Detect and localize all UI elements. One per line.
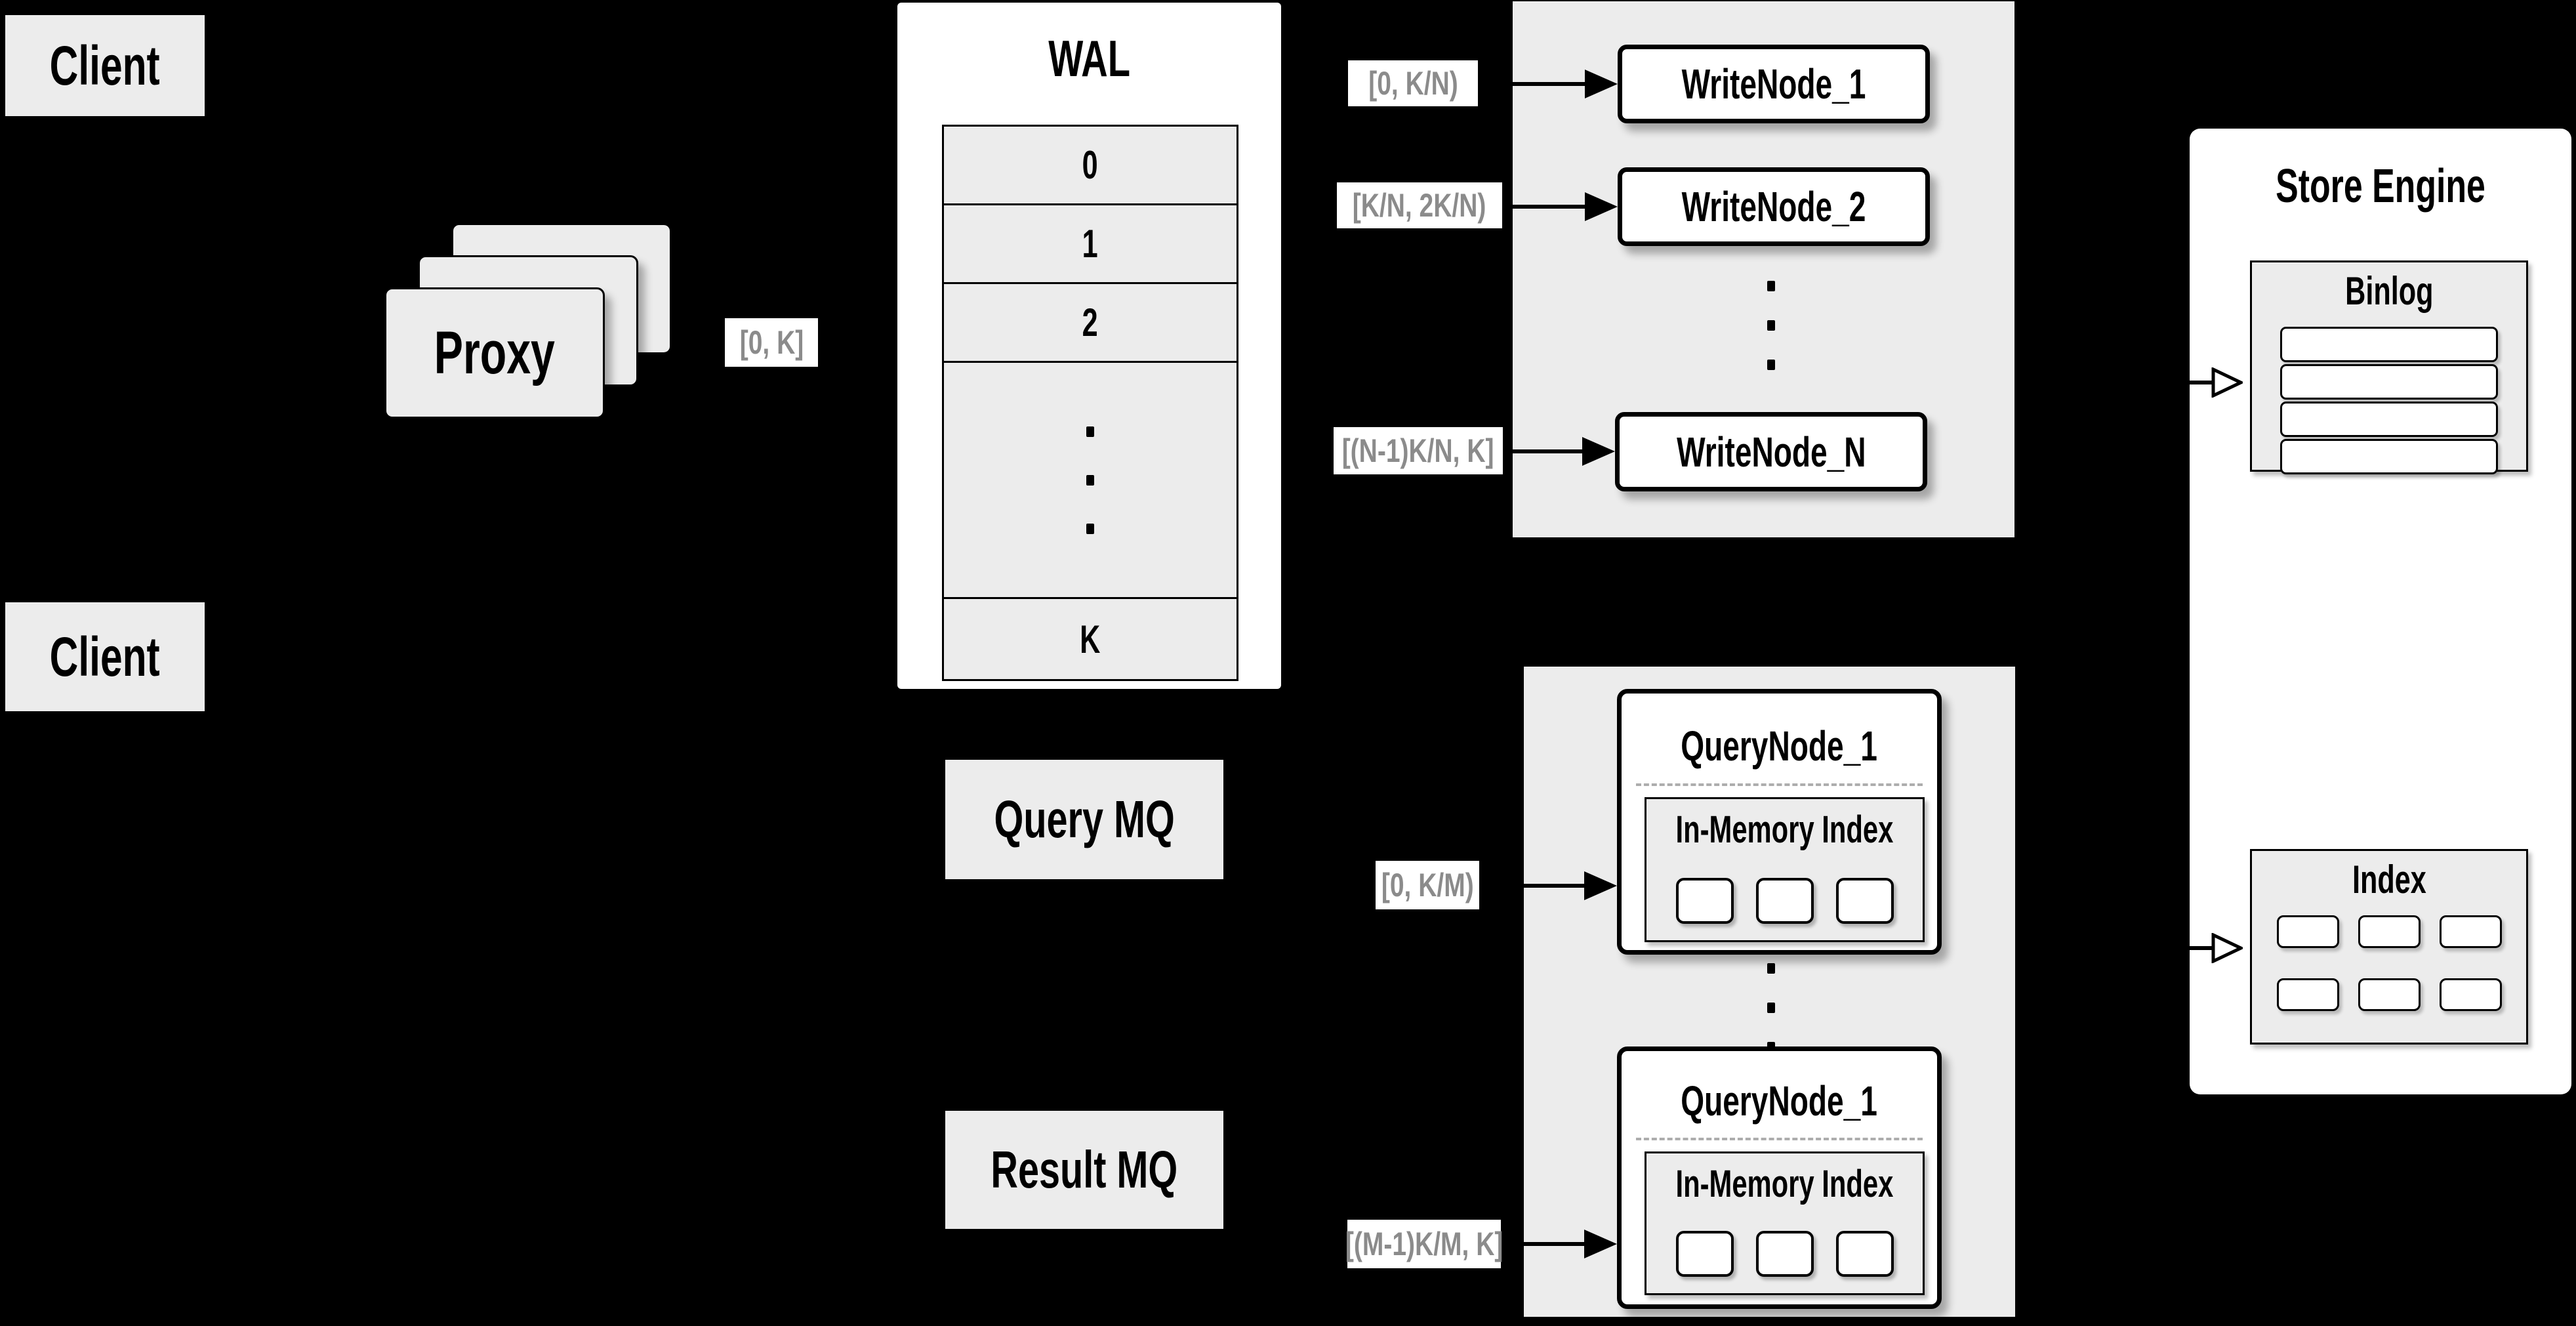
index-box: Index xyxy=(2250,849,2528,1045)
wal-segment-row: 0 xyxy=(942,125,1238,205)
range-label-proxy-out: [0, K] xyxy=(725,318,818,367)
write-node-2: WriteNode_2 xyxy=(1618,167,1930,246)
ellipsis-dot xyxy=(1086,523,1094,534)
write-node-1: WriteNode_1 xyxy=(1618,45,1930,123)
proxy-node: Proxy xyxy=(384,287,605,419)
range-label-query-1: [0, K/M) xyxy=(1376,861,1479,909)
in-memory-index-lower: In-Memory Index xyxy=(1645,1151,1925,1295)
segment-box xyxy=(1675,878,1734,924)
arrow-line-index xyxy=(2145,946,2214,950)
client-bottom-label: Client xyxy=(49,625,161,688)
wal-title-row: WAL xyxy=(897,3,1281,114)
ellipsis-dot xyxy=(1086,426,1094,437)
arrow-head-open-binlog xyxy=(2211,367,2243,398)
segment-boxes-upper xyxy=(1646,878,1923,924)
arrow-line-query-1 xyxy=(1481,884,1587,888)
result-mq-node: Result MQ xyxy=(945,1111,1223,1229)
query-node-upper-separator xyxy=(1636,783,1923,786)
binlog-row xyxy=(2280,364,2498,400)
range-label-write-2: [K/N, 2K/N) xyxy=(1337,182,1502,228)
client-node-top: Client xyxy=(3,13,207,118)
wal-segment-table: 0 1 2 K xyxy=(942,125,1238,681)
proxy-label: Proxy xyxy=(434,319,556,386)
segment-box xyxy=(1835,1231,1894,1277)
ellipsis-dot xyxy=(1767,320,1775,331)
index-cell xyxy=(2358,915,2421,948)
client-node-bottom: Client xyxy=(3,600,207,713)
arrow-line-query-m xyxy=(1502,1242,1587,1246)
range-label-query-m: [(M-1)K/M, K] xyxy=(1345,1220,1503,1268)
wal-title: WAL xyxy=(1048,29,1130,87)
index-cell xyxy=(2358,978,2421,1011)
in-memory-index-upper: In-Memory Index xyxy=(1645,797,1925,942)
range-label-write-n: [(N-1)K/N, K] xyxy=(1334,427,1503,474)
segment-box xyxy=(1835,878,1894,924)
binlog-row xyxy=(2280,439,2498,474)
arrow-line-write-2 xyxy=(1504,205,1587,209)
arrow-head-open-index xyxy=(2211,933,2243,963)
query-node-lower-separator xyxy=(1636,1138,1923,1140)
ellipsis-dot xyxy=(1767,963,1775,974)
arrow-line-write-n xyxy=(1505,449,1585,453)
segment-box xyxy=(1755,878,1814,924)
arrow-head-query-1 xyxy=(1584,871,1617,900)
segment-box xyxy=(1755,1231,1814,1277)
index-cells-row xyxy=(2252,915,2526,948)
arrow-line-binlog xyxy=(2145,381,2214,384)
write-node-n: WriteNode_N xyxy=(1615,412,1927,491)
segment-boxes-lower xyxy=(1646,1231,1923,1277)
range-label-write-1: [0, K/N) xyxy=(1348,60,1478,106)
binlog-box: Binlog xyxy=(2250,260,2528,474)
ellipsis-dot xyxy=(1086,474,1094,486)
index-cell xyxy=(2276,915,2339,948)
binlog-row xyxy=(2280,402,2498,437)
binlog-rows xyxy=(2252,327,2526,474)
wal-segment-row: 1 xyxy=(942,203,1238,284)
wal-ellipsis-cell xyxy=(942,361,1238,599)
query-node-lower: QueryNode_1 In-Memory Index xyxy=(1617,1046,1942,1309)
query-node-upper: QueryNode_1 In-Memory Index xyxy=(1617,689,1942,955)
ellipsis-dot xyxy=(1767,281,1775,291)
segment-box xyxy=(1675,1231,1734,1277)
store-engine-title: Store Engine xyxy=(2276,159,2485,213)
arrow-head-query-m xyxy=(1584,1230,1617,1258)
query-node-ellipsis xyxy=(1767,963,1775,1052)
index-cell xyxy=(2439,978,2502,1011)
arrow-head-write-1 xyxy=(1585,70,1618,98)
wal-segment-row: K xyxy=(942,597,1238,681)
query-node-lower-title: QueryNode_1 xyxy=(1681,1077,1878,1125)
index-cells-row xyxy=(2252,978,2526,1011)
arrow-head-write-n xyxy=(1582,437,1615,466)
query-mq-node: Query MQ xyxy=(945,760,1223,879)
binlog-title: Binlog xyxy=(2344,268,2434,313)
ellipsis-dot xyxy=(1767,360,1775,370)
binlog-row xyxy=(2280,327,2498,362)
query-node-upper-title: QueryNode_1 xyxy=(1681,722,1878,770)
arrow-head-write-2 xyxy=(1585,192,1618,221)
wal-segment-row: 2 xyxy=(942,282,1238,363)
client-top-label: Client xyxy=(49,34,161,96)
ellipsis-dot xyxy=(1767,1003,1775,1013)
arrow-line-write-1 xyxy=(1480,82,1587,86)
index-cell xyxy=(2439,915,2502,948)
index-title: Index xyxy=(2352,857,2426,901)
index-cell xyxy=(2276,978,2339,1011)
write-node-ellipsis xyxy=(1767,281,1775,370)
